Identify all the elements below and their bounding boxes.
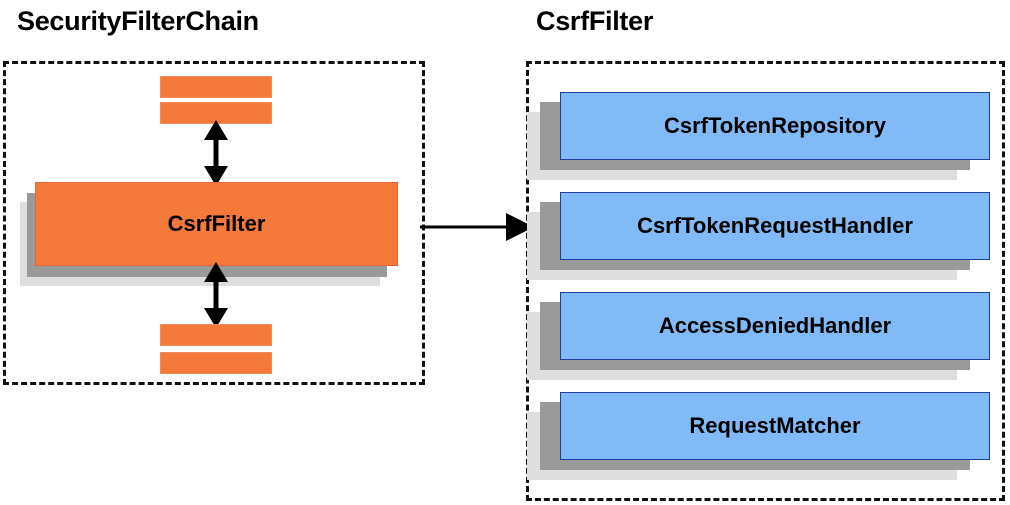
security-filter-chain-container bbox=[3, 61, 425, 385]
collaborator-block-access-denied-handler[interactable]: AccessDeniedHandler bbox=[527, 292, 990, 380]
connector-arrow-below bbox=[204, 262, 228, 328]
csrf-filter-container bbox=[526, 61, 1005, 501]
filter-bar-above-1[interactable] bbox=[160, 76, 272, 98]
collaborator-label-plate[interactable]: CsrfTokenRepository bbox=[560, 92, 990, 160]
collaborator-label-plate[interactable]: RequestMatcher bbox=[560, 392, 990, 460]
csrf-filter-detail-arrow-icon bbox=[420, 213, 534, 241]
connector-arrow-above bbox=[204, 120, 228, 186]
filter-bar-below-2[interactable] bbox=[160, 352, 272, 374]
collaborator-label-plate[interactable]: CsrfTokenRequestHandler bbox=[560, 192, 990, 260]
collaborator-block-csrf-token-repository[interactable]: CsrfTokenRepository bbox=[527, 92, 990, 180]
collaborator-block-request-matcher[interactable]: RequestMatcher bbox=[527, 392, 990, 480]
page-title-csrf-filter: CsrfFilter bbox=[536, 6, 654, 36]
collaborator-label-plate[interactable]: AccessDeniedHandler bbox=[560, 292, 990, 360]
collaborator-block-csrf-token-request-handler[interactable]: CsrfTokenRequestHandler bbox=[527, 192, 990, 280]
filter-bar-below-1[interactable] bbox=[160, 324, 272, 346]
csrf-filter-block[interactable]: CsrfFilter bbox=[20, 182, 400, 286]
csrf-filter-label-plate[interactable]: CsrfFilter bbox=[35, 182, 398, 266]
page-title-security-filter-chain: SecurityFilterChain bbox=[17, 6, 259, 36]
